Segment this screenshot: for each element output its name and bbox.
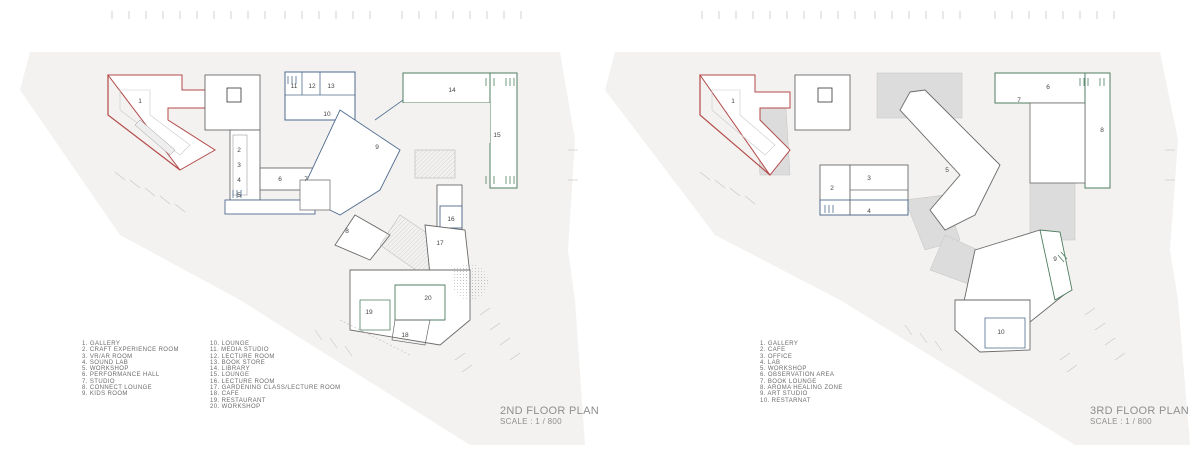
structure-marks (232, 76, 515, 198)
structure-marks (824, 78, 1105, 263)
library-wing (339, 72, 518, 356)
room-number: 8 (1100, 127, 1104, 134)
legend-3f: 1. GALLERY 2. CAFE 3. OFFICE 4. LAB 5. W… (760, 341, 843, 404)
room-number: 3 (237, 162, 241, 169)
room-number: 5 (945, 167, 949, 174)
legend-item: 14. LIBRARY (210, 366, 250, 373)
central-core (794, 74, 909, 216)
third-floor-plan: 1 2 3 4 5 6 7 8 9 10 (605, 11, 1190, 445)
legend-item: 7. STUDIO (82, 378, 115, 385)
room-number: 1 (731, 98, 735, 105)
legend-item: 10. LOUNGE (210, 341, 250, 347)
legend-item: 4. LAB (760, 359, 781, 366)
room-number: 2 (830, 185, 834, 192)
legend-2f-col1: 1. GALLERY 2. CRAFT EXPERIENCE ROOM 3. V… (82, 341, 179, 398)
room-number: 14 (448, 87, 456, 94)
legend-item: 19. RESTAURANT (210, 397, 266, 404)
room-number: 7 (304, 176, 308, 183)
legend-item: 1. GALLERY (82, 341, 121, 347)
room-number: 7 (1017, 97, 1021, 104)
gallery-wing (699, 74, 791, 176)
workshop-wing (899, 89, 1001, 231)
lounge-wing (954, 72, 1111, 353)
room-number: 10 (323, 111, 331, 118)
plan-scale-text: SCALE : 1 / 800 (1090, 417, 1152, 426)
room-number: 20 (424, 295, 432, 302)
room-labels-3f: 1 2 3 4 5 6 7 8 9 10 (731, 84, 1104, 336)
legend-item: 13. BOOK STORE (210, 359, 266, 366)
legend-item: 6. PERFORMANCE HALL (82, 372, 160, 379)
media-wing (284, 71, 404, 261)
room-number: 16 (447, 216, 455, 223)
gallery-wing (106, 74, 216, 171)
legend-item: 7. BOOK LOUNGE (760, 378, 817, 385)
plan-title-text: 2ND FLOOR PLAN (500, 405, 599, 417)
dimension-ticks-top (701, 11, 1115, 19)
room-number: 10 (997, 329, 1005, 336)
legend-item: 2. CRAFT EXPERIENCE ROOM (82, 347, 179, 354)
legend-item: 18. CAFE (210, 391, 240, 398)
legend-item: 3. OFFICE (760, 353, 793, 360)
room-number: 15 (493, 132, 501, 139)
room-number: 17 (436, 240, 444, 247)
legend-item: 20. WORKSHOP (210, 403, 261, 410)
room-number: 9 (1053, 256, 1057, 263)
room-number: 18 (401, 332, 409, 339)
room-number: 5 (237, 192, 241, 199)
second-floor-plan: 1 2 3 4 5 6 7 8 9 10 11 12 13 14 15 16 1… (20, 11, 585, 445)
plan-title-text: 3RD FLOOR PLAN (1090, 405, 1189, 417)
legend-item: 15. LOUNGE (210, 372, 250, 379)
room-number: 3 (867, 175, 871, 182)
dimension-ticks-diagonal (699, 149, 1175, 373)
dimension-ticks-top (111, 11, 522, 19)
legend-item: 9. KIDS ROOM (82, 391, 128, 398)
legend-item: 11. MEDIA STUDIO (210, 347, 269, 354)
legend-item: 6. OBSERVATION AREA (760, 372, 835, 379)
legend-item: 4. SOUND LAB (82, 359, 129, 366)
room-number: 4 (867, 208, 871, 215)
legend-item: 10. RESTARNAT (760, 397, 811, 404)
room-labels-2f: 1 2 3 4 5 6 7 8 9 10 11 12 13 14 15 16 1… (138, 83, 501, 339)
legend-item: 2. CAFE (760, 347, 786, 354)
room-number: 1 (138, 98, 142, 105)
plan-title-2f: 2ND FLOOR PLAN SCALE : 1 / 800 (500, 405, 599, 427)
legend-item: 5. WORKSHOP (760, 366, 807, 373)
room-number: 2 (237, 147, 241, 154)
room-number: 8 (345, 228, 349, 235)
room-number: 6 (1046, 84, 1050, 91)
room-number: 11 (291, 83, 298, 90)
room-number: 12 (308, 83, 316, 90)
legend-2f-col2: 10. LOUNGE 11. MEDIA STUDIO 12. LECTURE … (210, 341, 341, 410)
legend-item: 5. WORKSHOP (82, 366, 129, 373)
legend-item: 16. LECTURE ROOM (210, 378, 275, 385)
room-number: 19 (365, 309, 373, 316)
legend-item: 9. ART STUDIO (760, 391, 808, 398)
room-number: 13 (327, 83, 335, 90)
legend-item: 8. AROMA HEALING ZONE (760, 385, 843, 392)
legend-item: 3. VR/AR ROOM (82, 353, 133, 360)
room-number: 4 (237, 177, 241, 184)
legend-item: 17. GARDENING CLASS/LECTURE ROOM (210, 385, 341, 392)
plan-scale-text: SCALE : 1 / 800 (500, 417, 562, 426)
legend-item: 1. GALLERY (760, 341, 799, 347)
room-number: 6 (278, 176, 282, 183)
room-number: 9 (375, 144, 379, 151)
dimension-ticks-diagonal (114, 149, 578, 373)
plan-title-3f: 3RD FLOOR PLAN SCALE : 1 / 800 (1090, 405, 1189, 427)
legend-item: 8. CONNECT LOUNGE (82, 385, 153, 392)
legend-item: 12. LECTURE ROOM (210, 353, 275, 360)
